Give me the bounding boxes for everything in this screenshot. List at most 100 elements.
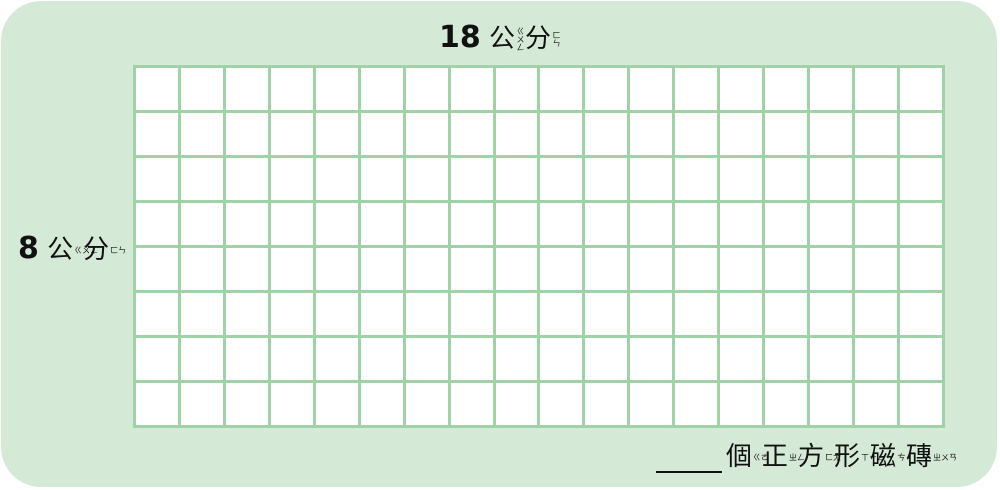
- grid-cell: [136, 383, 178, 425]
- grid-cell: [315, 338, 358, 380]
- grid-cell: [675, 158, 718, 200]
- grid-cell: [136, 248, 178, 290]
- grid-cell: [630, 248, 673, 290]
- grid-cell: [630, 293, 673, 335]
- grid-cell: [900, 293, 942, 335]
- grid-cell: [405, 68, 448, 110]
- grid-cell: [495, 338, 538, 380]
- grid-cell: [855, 293, 898, 335]
- width-unit: 公ㄍㄨㄥ分ㄈㄣ: [488, 24, 561, 54]
- grid-cell: [136, 158, 178, 200]
- grid-cell: [855, 203, 898, 245]
- grid-cell: [585, 248, 628, 290]
- grid-cell: [450, 338, 493, 380]
- grid-cell: [225, 293, 268, 335]
- grid-cell: [180, 203, 223, 245]
- grid-cell: [810, 203, 853, 245]
- grid-cell: [720, 158, 763, 200]
- grid-cell: [405, 293, 448, 335]
- grid-cell: [405, 383, 448, 425]
- grid-cell: [900, 248, 942, 290]
- grid-cell: [765, 383, 808, 425]
- grid-cell: [810, 113, 853, 155]
- grid-cell: [900, 338, 942, 380]
- grid-cell: [270, 383, 313, 425]
- grid-cell: [270, 338, 313, 380]
- grid-cell: [315, 113, 358, 155]
- grid-cell: [360, 203, 403, 245]
- grid-cell: [360, 68, 403, 110]
- grid-cell: [585, 113, 628, 155]
- grid-cell: [270, 158, 313, 200]
- height-unit: 公ㄍㄨㄥ分ㄈㄣ: [47, 235, 127, 265]
- grid-cell: [225, 383, 268, 425]
- grid-cell: [270, 248, 313, 290]
- grid-cell: [855, 113, 898, 155]
- grid-cell: [360, 113, 403, 155]
- grid-cell: [270, 293, 313, 335]
- grid-cell: [540, 203, 583, 245]
- grid-cell: [810, 383, 853, 425]
- grid-cell: [675, 203, 718, 245]
- grid-cell: [855, 338, 898, 380]
- height-number: 8: [18, 231, 39, 266]
- grid-cell: [495, 248, 538, 290]
- grid-cell: [765, 338, 808, 380]
- grid-cell: [630, 158, 673, 200]
- grid-cell: [630, 383, 673, 425]
- grid-cell: [225, 158, 268, 200]
- grid-cell: [450, 158, 493, 200]
- grid-cell: [720, 293, 763, 335]
- grid-cell: [675, 68, 718, 110]
- grid-cell: [855, 68, 898, 110]
- grid-cell: [180, 113, 223, 155]
- grid-cell: [585, 383, 628, 425]
- grid-cell: [765, 293, 808, 335]
- grid-cell: [630, 338, 673, 380]
- grid-cell: [495, 158, 538, 200]
- grid-cell: [675, 113, 718, 155]
- grid-cell: [900, 113, 942, 155]
- answer-blank[interactable]: [655, 449, 722, 473]
- grid-cell: [675, 248, 718, 290]
- grid-cell: [765, 248, 808, 290]
- grid-cell: [495, 203, 538, 245]
- grid-cell: [585, 293, 628, 335]
- grid-cell: [180, 383, 223, 425]
- grid-cell: [720, 383, 763, 425]
- grid-cell: [136, 113, 178, 155]
- grid-cell: [765, 113, 808, 155]
- grid-cell: [180, 338, 223, 380]
- grid-cell: [585, 158, 628, 200]
- grid-cell: [450, 248, 493, 290]
- grid-cell: [495, 293, 538, 335]
- grid-cell: [855, 158, 898, 200]
- grid-cell: [810, 158, 853, 200]
- grid-cell: [675, 293, 718, 335]
- grid-cell: [450, 293, 493, 335]
- grid-cell: [855, 248, 898, 290]
- grid-cell: [495, 68, 538, 110]
- grid-cell: [405, 248, 448, 290]
- grid-cell: [360, 248, 403, 290]
- square-tile-grid: [133, 65, 945, 428]
- grid-cell: [630, 113, 673, 155]
- grid-cell: [675, 338, 718, 380]
- grid-cell: [225, 203, 268, 245]
- grid-cell: [225, 113, 268, 155]
- grid-cell: [225, 68, 268, 110]
- grid-cell: [585, 338, 628, 380]
- grid-cell: [720, 68, 763, 110]
- grid-cell: [315, 293, 358, 335]
- answer-text: 個ㄍㄜ正ㄓㄥ方ㄈㄤ形ㄒㄧㄥ磁ㄘ磚ㄓㄨㄢ: [725, 442, 957, 472]
- grid-cell: [360, 158, 403, 200]
- grid-cell: [900, 68, 942, 110]
- grid-cell: [540, 293, 583, 335]
- grid-cell: [495, 113, 538, 155]
- grid-cell: [450, 113, 493, 155]
- grid-cell: [315, 68, 358, 110]
- grid-cell: [720, 248, 763, 290]
- grid-cell: [810, 293, 853, 335]
- grid-cell: [720, 338, 763, 380]
- grid-cell: [270, 113, 313, 155]
